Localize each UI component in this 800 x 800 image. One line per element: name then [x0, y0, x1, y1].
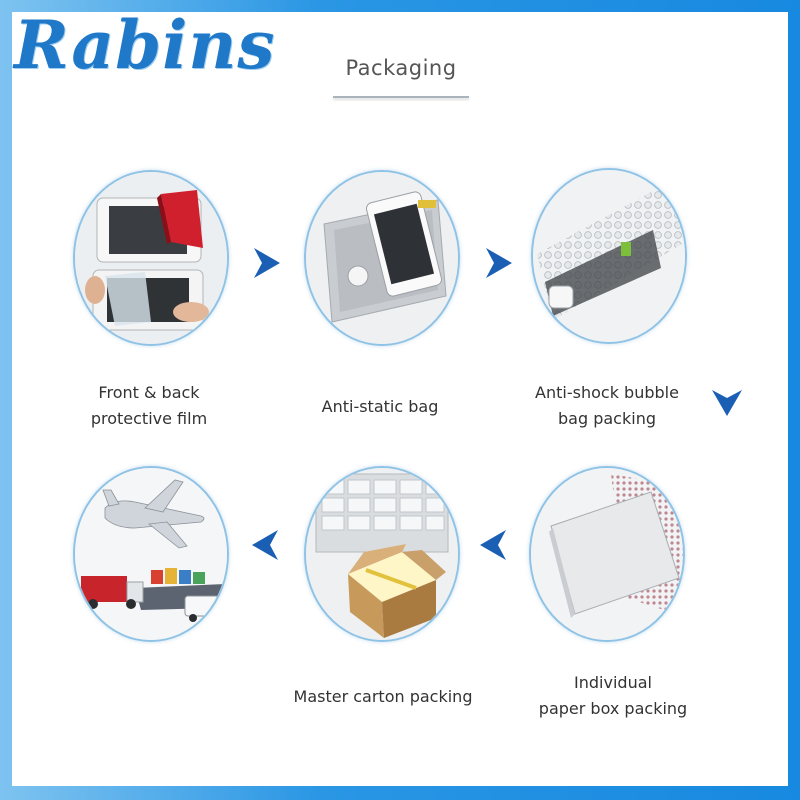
step-bubble-bag-caption: Anti-shock bubble bag packing: [517, 380, 697, 432]
brand-logo: Rabins: [14, 6, 276, 84]
content-panel: [12, 12, 788, 786]
arrow-left-icon: [478, 528, 508, 562]
anti-static-bag-illustration: [306, 172, 458, 344]
page-title: Packaging: [345, 56, 457, 80]
master-carton-illustration: [306, 468, 458, 640]
step-shipping-image: [73, 466, 229, 642]
airplane-icon: [102, 479, 205, 549]
step-master-carton-caption: Master carton packing: [278, 684, 488, 710]
protective-film-illustration: [75, 172, 227, 344]
caption-line-1: Individual: [574, 673, 652, 692]
paper-box-illustration: [531, 468, 683, 640]
shipping-illustration: [75, 468, 227, 640]
step-paper-box-caption: Individual paper box packing: [519, 670, 707, 722]
step-paper-box-image: [529, 466, 685, 642]
step-master-carton-image: [304, 466, 460, 642]
step-protective-film-caption: Front & back protective film: [59, 380, 239, 432]
step-anti-static-bag-image: [304, 170, 460, 346]
step-anti-static-bag-caption: Anti-static bag: [290, 394, 470, 420]
step-bubble-bag-image: [531, 168, 687, 344]
arrow-right-icon: [484, 246, 514, 280]
caption-line-1: Front & back: [98, 383, 200, 402]
bubble-bag-illustration: [533, 170, 685, 342]
caption-line-1: Anti-shock bubble: [535, 383, 679, 402]
arrow-left-icon: [250, 528, 280, 562]
caption-line-2: protective film: [90, 409, 208, 428]
arrow-right-icon: [252, 246, 282, 280]
caption-line-2: paper box packing: [538, 699, 688, 718]
caption-line-1: Anti-static bag: [321, 397, 439, 416]
caption-line-2: bag packing: [558, 409, 656, 428]
title-underline: [333, 96, 469, 98]
caption-line-1: Master carton packing: [293, 687, 473, 706]
arrow-down-icon: [710, 388, 744, 418]
step-protective-film-image: [73, 170, 229, 346]
